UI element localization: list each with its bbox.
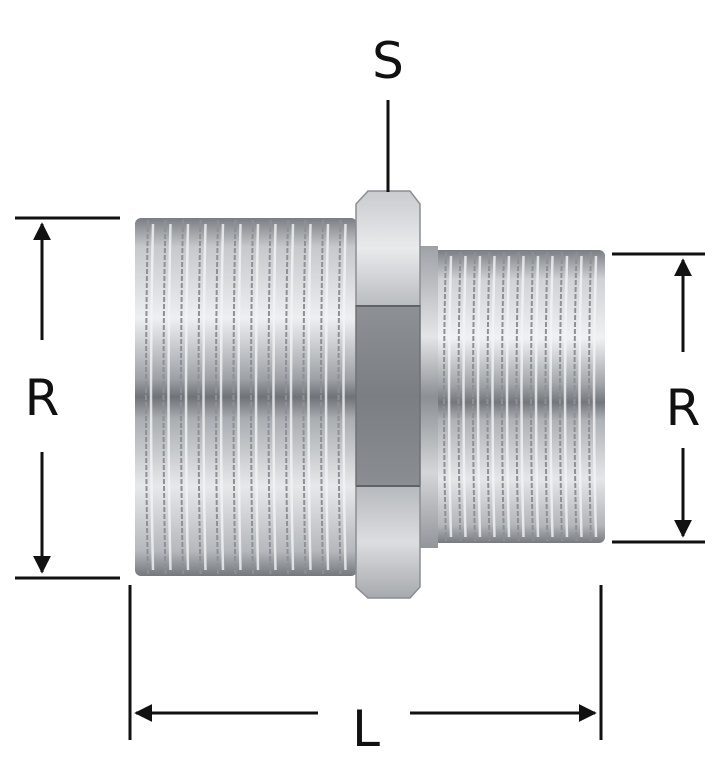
label-right-r: R <box>666 379 701 437</box>
thread-ridge-highlight <box>202 223 207 571</box>
thread-ridge-highlight <box>578 255 583 538</box>
left-thread-body <box>135 218 357 576</box>
thread-ridge-highlight <box>534 255 540 538</box>
thread-ridge-highlight <box>237 223 242 571</box>
thread-ridge-highlight <box>342 223 347 571</box>
thread-ridge <box>443 251 447 542</box>
thread-ridge <box>515 251 520 542</box>
thread-ridge <box>267 219 272 575</box>
label-left-r: R <box>25 369 60 427</box>
thread-ridge <box>486 251 491 542</box>
thread-ridge <box>250 219 254 575</box>
thread-ridge <box>337 219 342 575</box>
thread-ridge-highlight <box>307 223 312 571</box>
thread-ridge-highlight <box>476 255 482 538</box>
thread-ridge-highlight <box>149 223 155 571</box>
thread-ridge-highlight <box>324 223 330 571</box>
thread-ridge-highlight <box>505 255 511 538</box>
left-thread-ridges <box>145 219 347 575</box>
thread-ridge-highlight <box>520 255 525 538</box>
dimension-l: L <box>128 585 603 758</box>
thread-ridge-highlight <box>563 255 569 538</box>
thread-ridge-highlight <box>219 223 225 571</box>
thread-ridge <box>588 251 592 542</box>
thread-ridge <box>501 251 505 542</box>
thread-ridge-highlight <box>549 255 554 538</box>
label-s: S <box>372 32 404 90</box>
dimension-right-r: R <box>612 252 705 544</box>
thread-ridge <box>559 251 563 542</box>
thread-ridge <box>302 219 307 575</box>
thread-ridge <box>232 219 237 575</box>
thread-ridge-highlight <box>592 255 598 538</box>
thread-ridge-highlight <box>167 223 172 571</box>
thread-ridge <box>573 251 578 542</box>
thread-ridge <box>457 251 462 542</box>
thread-ridge <box>162 219 167 575</box>
right-thread-body <box>432 250 605 543</box>
dimension-s: S <box>372 32 404 192</box>
dimension-left-r: R <box>15 216 120 580</box>
thread-ridge <box>197 219 202 575</box>
thread-ridge-highlight <box>447 255 453 538</box>
thread-ridge <box>530 251 534 542</box>
thread-ridge <box>320 219 324 575</box>
thread-ridge-highlight <box>272 223 277 571</box>
thread-ridge <box>472 251 476 542</box>
thread-ridge <box>215 219 219 575</box>
thread-ridge-highlight <box>254 223 260 571</box>
thread-ridge <box>285 219 289 575</box>
thread-ridge-highlight <box>289 223 295 571</box>
thread-ridge <box>180 219 184 575</box>
thread-ridge-highlight <box>184 223 190 571</box>
thread-ridge <box>544 251 549 542</box>
label-l: L <box>352 700 380 758</box>
thread-ridge-highlight <box>462 255 467 538</box>
thread-ridge-highlight <box>491 255 496 538</box>
thread-ridge <box>145 219 149 575</box>
right-thread-ridges <box>443 251 598 542</box>
hex-nut <box>355 190 421 599</box>
